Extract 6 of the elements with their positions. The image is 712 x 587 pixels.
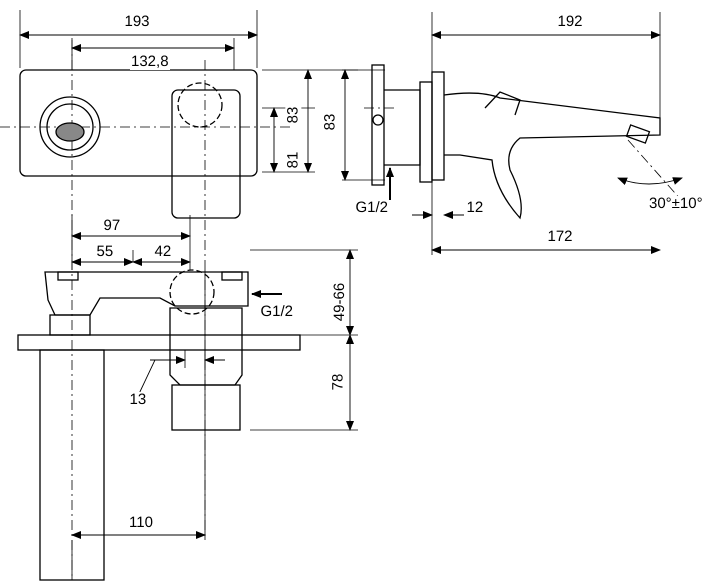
dimension-label: 81 <box>284 150 301 170</box>
leader-line <box>139 360 156 392</box>
dimension-label: 78 <box>330 372 346 392</box>
dimension-label: 132,8 <box>130 54 170 70</box>
dimension-label: 83 <box>284 106 301 124</box>
dimension-label: 83 <box>322 112 338 132</box>
